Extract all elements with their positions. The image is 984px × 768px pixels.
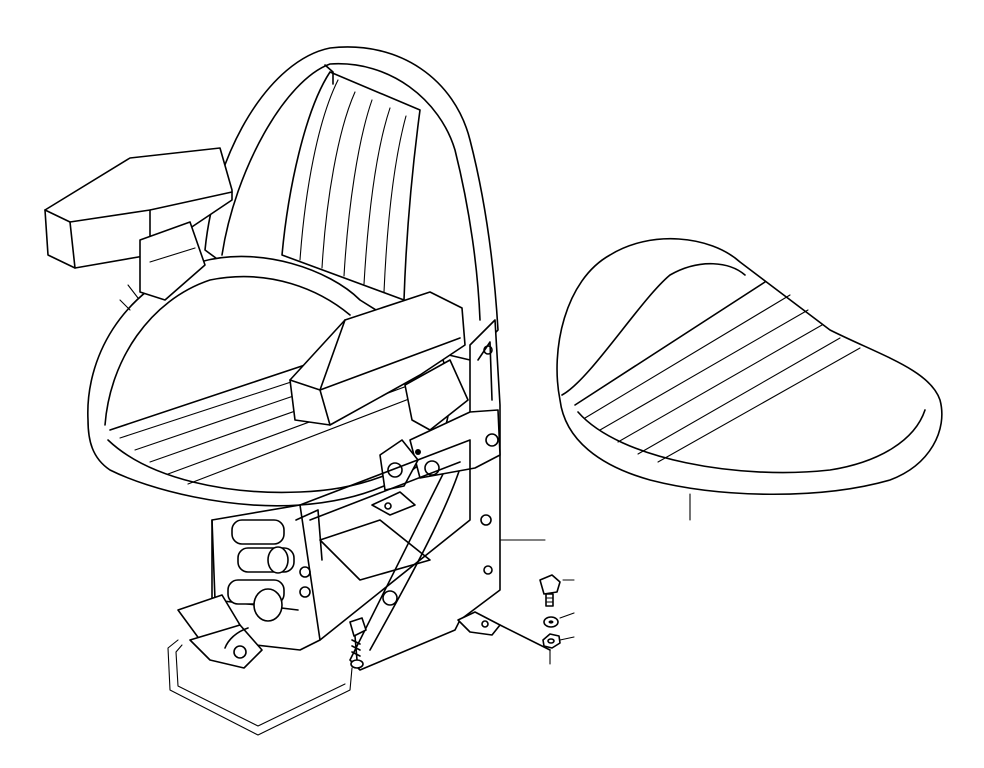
suspension-frame bbox=[211, 439, 471, 651]
base-bracket-foot bbox=[457, 611, 551, 651]
lock-washer bbox=[543, 612, 575, 628]
seat-assembly bbox=[44, 46, 551, 736]
hex-bolt bbox=[539, 574, 575, 607]
hinge-plate bbox=[371, 409, 501, 516]
seat-cushion bbox=[556, 237, 943, 521]
adjustment-lever bbox=[167, 594, 353, 736]
frame-bolt bbox=[349, 617, 367, 669]
right-armrest bbox=[289, 291, 469, 431]
hex-nut bbox=[542, 633, 575, 649]
leader-lines bbox=[499, 539, 551, 665]
left-armrest bbox=[44, 147, 233, 311]
